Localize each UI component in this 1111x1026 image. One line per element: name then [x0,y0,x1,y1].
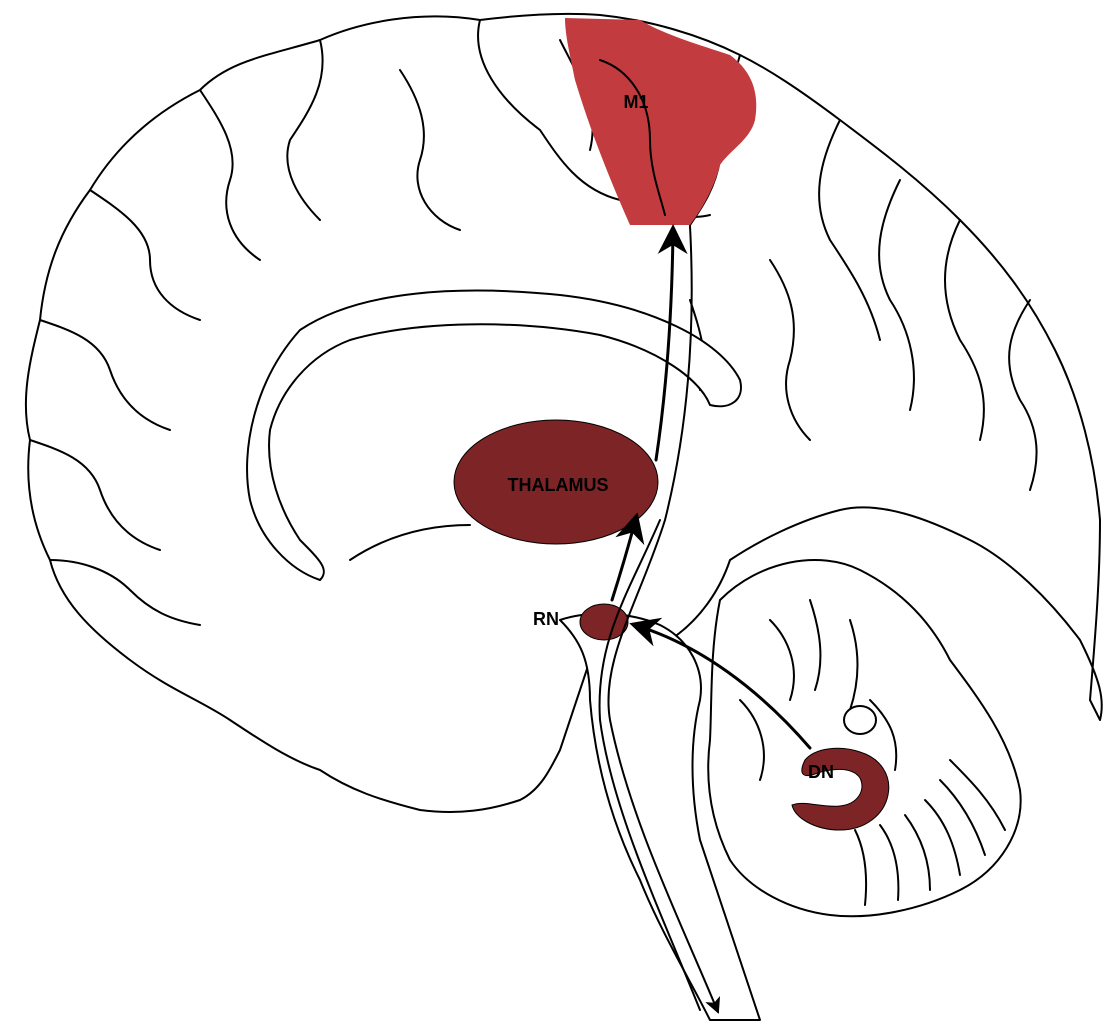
cerebellar-vermis-node [844,706,876,734]
m1-label: M1 [623,92,648,112]
rn-label: RN [533,609,559,629]
dn-label: DN [808,762,834,782]
thalamus-label: THALAMUS [508,475,609,495]
